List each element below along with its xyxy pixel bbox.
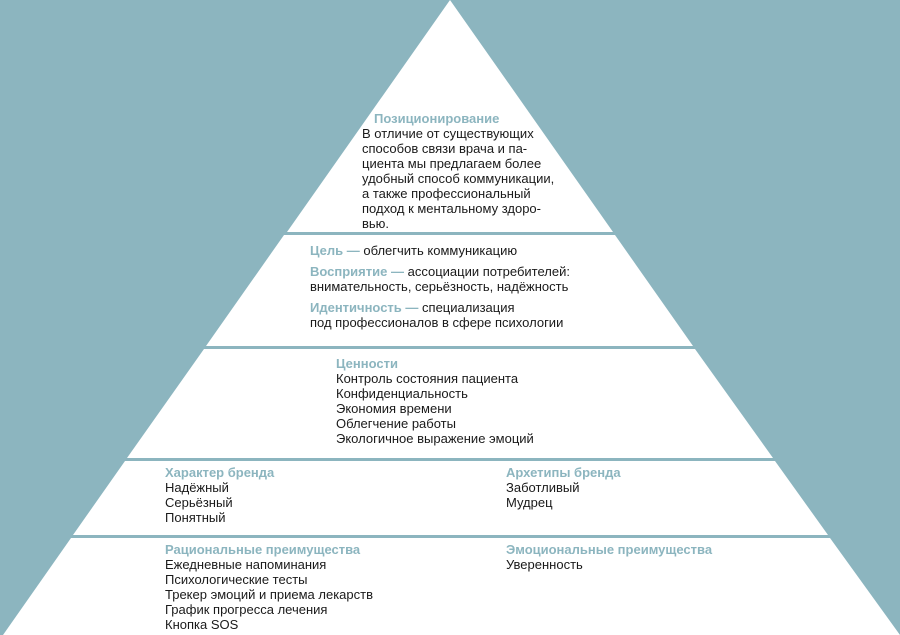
perception-row: Восприятие — ассоциации потребителей: [310,264,570,279]
tier-character-archetypes [73,461,828,535]
tier-values [127,349,773,458]
emotional-benefits-title: Эмоциональные преимущества [506,542,713,557]
goal-row: Цель — облегчить коммуникацию [310,243,570,258]
values-item: Контроль состояния пациента [336,371,519,386]
goal-label: Цель — [310,243,360,258]
values-item: Экономия времени [336,401,452,416]
tier-benefits [3,538,900,635]
rational-benefits-item: Психологические тесты [165,572,308,587]
brand-character-item: Понятный [165,510,226,525]
perception-label: Восприятие — [310,264,404,279]
brand-character-item: Надёжный [165,480,229,495]
values-block: Ценности Контроль состояния пациента Кон… [336,356,534,446]
positioning-line: удобный способ коммуникации, [362,171,555,186]
positioning-line: вью. [362,216,390,231]
brand-archetypes-item: Заботливый [506,480,580,495]
perception-line2: внимательность, серьёзность, надёжность [310,279,569,294]
identity-label: Идентичность — [310,300,419,315]
brand-character-item: Серьёзный [165,495,233,510]
positioning-line: способов связи врача и па- [362,141,528,156]
perception-text: ассоциации потребителей: [407,264,570,279]
goal-perception-identity-block: Цель — облегчить коммуникацию Восприятие… [310,243,570,330]
rational-benefits-title: Рациональные преимущества [165,542,361,557]
brand-archetypes-title: Архетипы бренда [506,465,621,480]
rational-benefits-item: Трекер эмоций и приема лекарств [165,587,373,602]
tier-goal-perception-identity [206,235,693,346]
emotional-benefits-block: Эмоциональные преимущества Уверенность [506,542,712,572]
brand-archetypes-item: Мудрец [506,495,553,510]
values-title: Ценности [336,356,398,371]
positioning-line: а также профессиональный [362,186,531,201]
goal-text: облегчить коммуникацию [363,243,518,258]
values-item: Экологичное выражение эмоций [336,431,534,446]
rational-benefits-block: Рациональные преимущества Ежедневные нап… [165,542,373,632]
positioning-line: подход к ментальному здоро- [362,201,541,216]
positioning-title: Позиционирование [374,111,500,126]
identity-text: специализация [422,300,515,315]
identity-row: Идентичность — специализация [310,300,570,315]
values-item: Конфиденциальность [336,386,468,401]
tier-positioning [287,0,613,232]
rational-benefits-item: График прогресса лечения [165,602,328,617]
brand-character-title: Характер бренда [165,465,275,480]
values-item: Облегчение работы [336,416,456,431]
emotional-benefits-item: Уверенность [506,557,583,572]
positioning-line: циента мы предлагаем более [362,156,542,171]
identity-line2: под профессионалов в сфере психологии [310,315,564,330]
brand-archetypes-block: Архетипы бренда Заботливый Мудрец [506,465,621,510]
positioning-block: Позиционирование В отличие от существующ… [362,111,554,231]
rational-benefits-item: Ежедневные напоминания [165,557,327,572]
rational-benefits-item: Кнопка SOS [165,617,239,632]
brand-character-block: Характер бренда Надёжный Серьёзный Понят… [165,465,274,525]
positioning-line: В отличие от существующих [362,126,534,141]
